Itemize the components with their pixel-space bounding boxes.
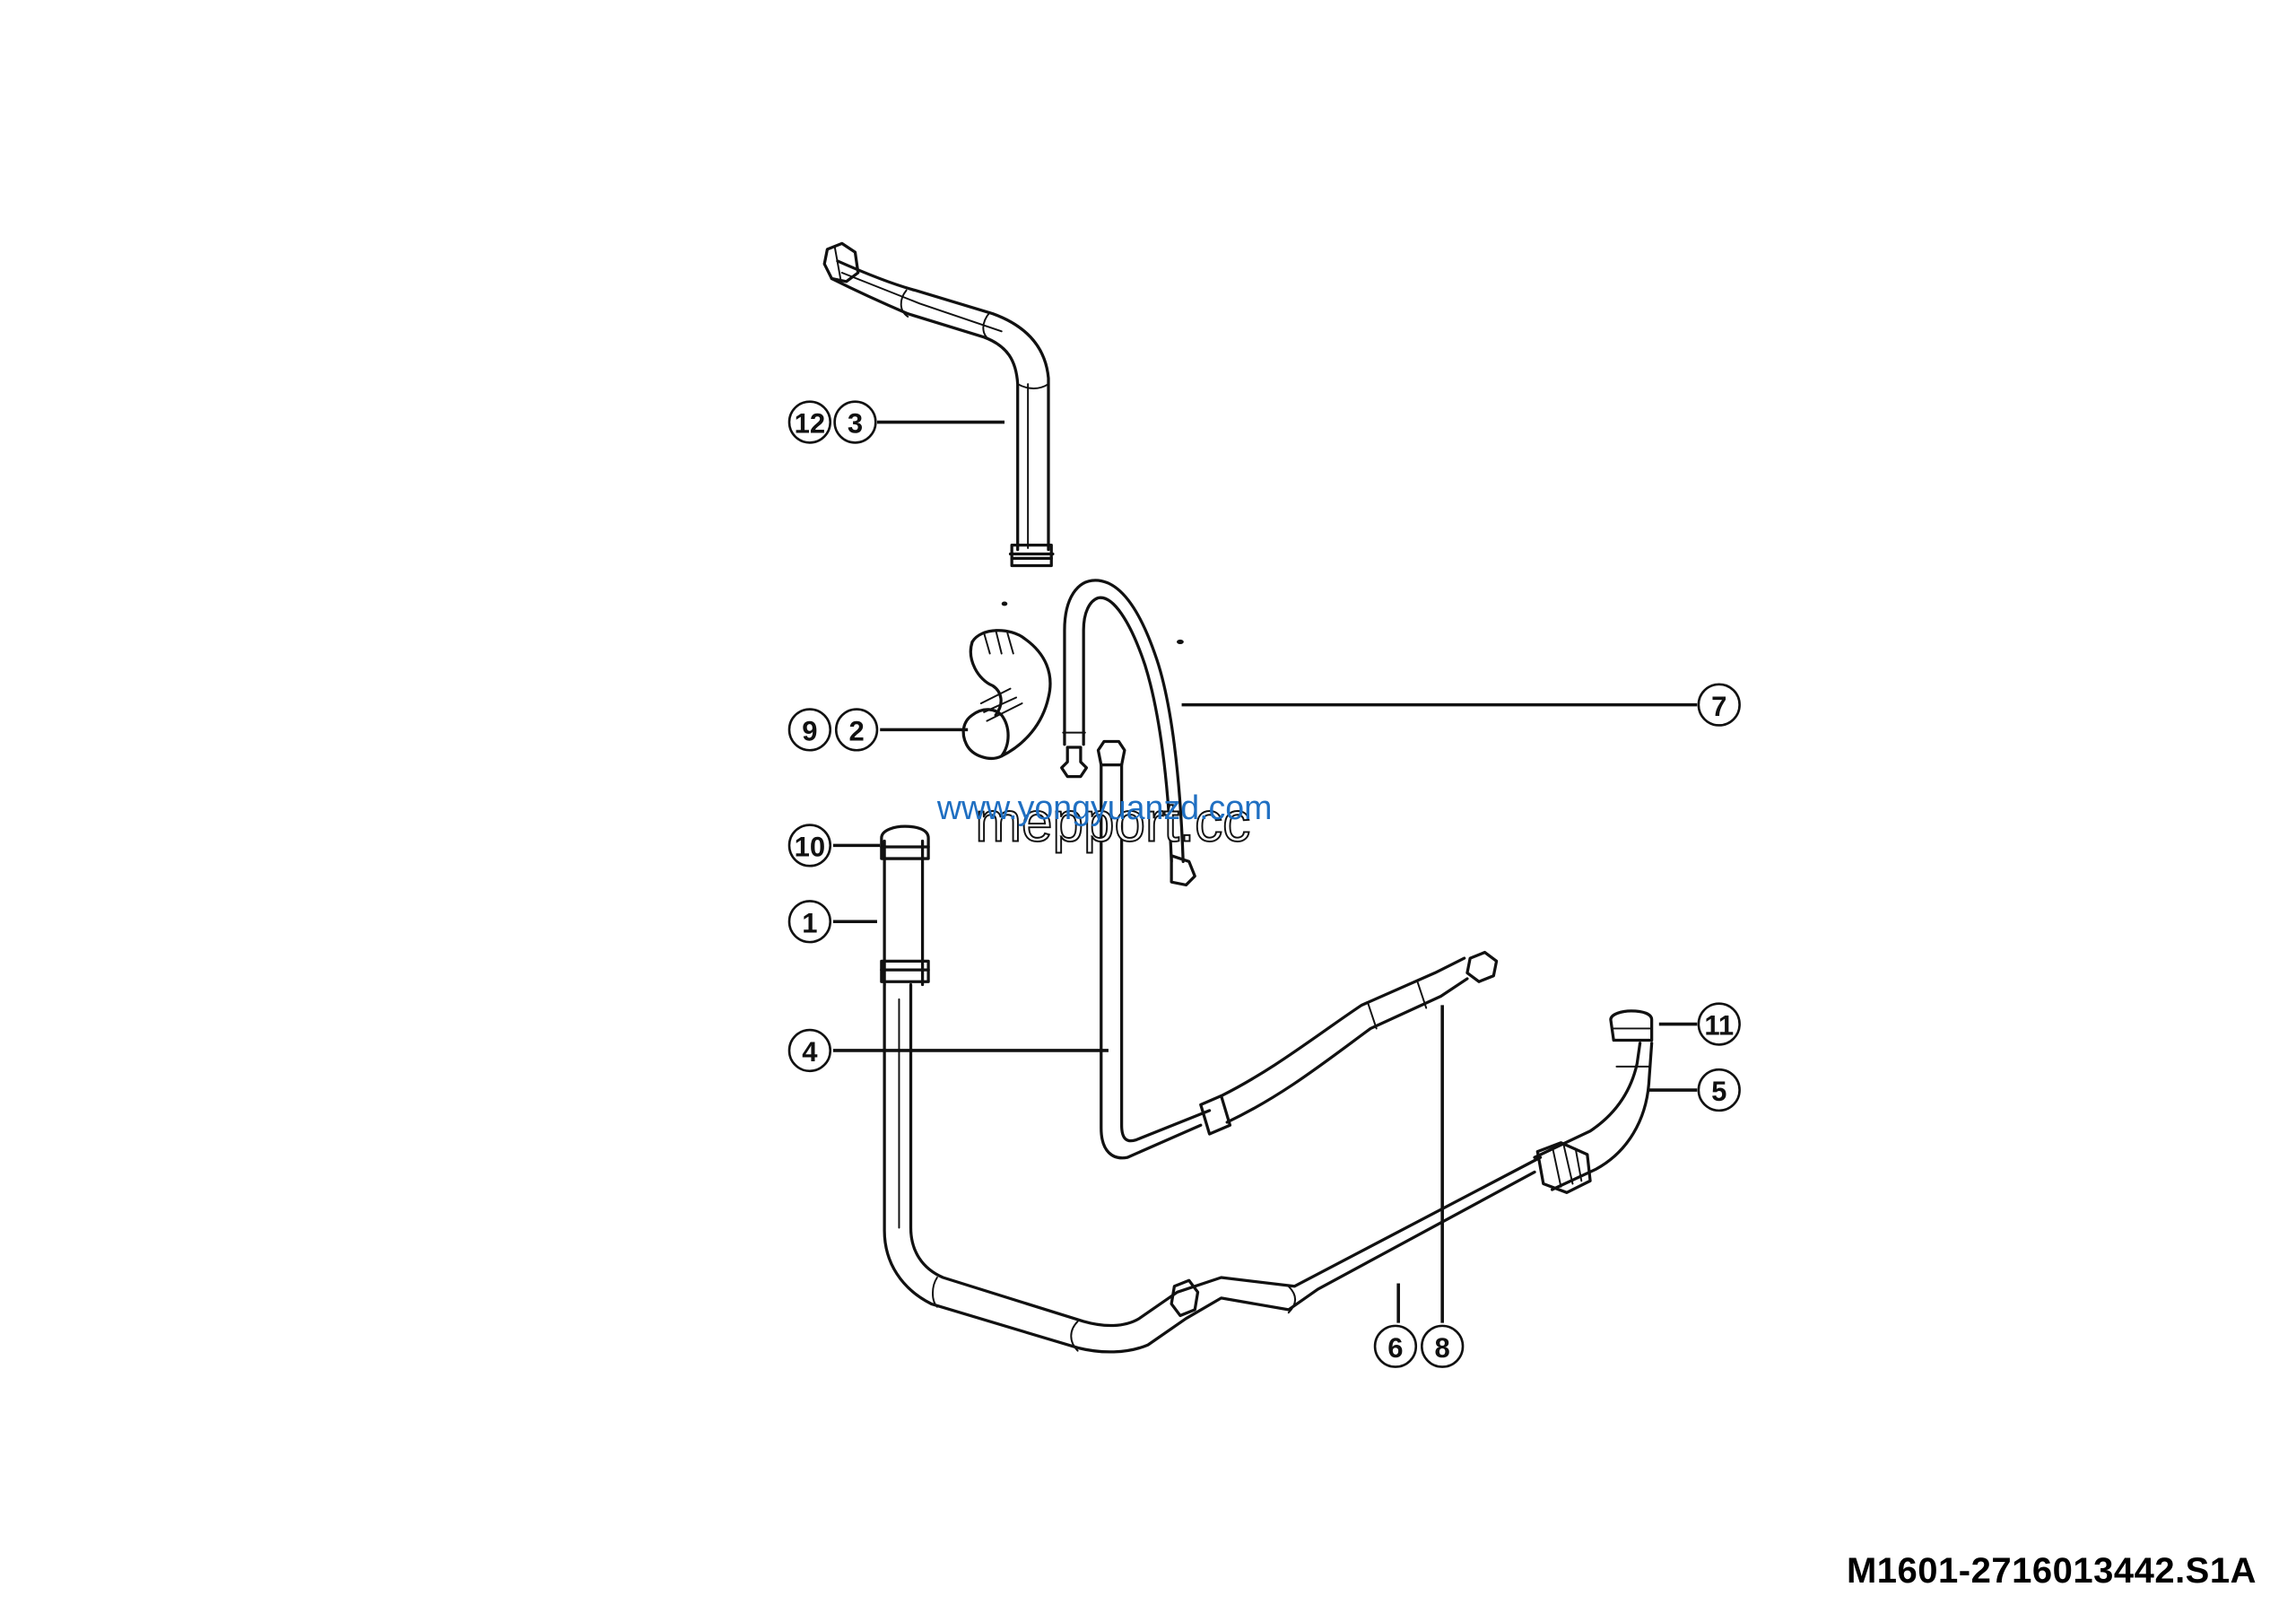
callout-label: 11 [1704,1010,1734,1042]
callout-11[interactable]: 11 [1697,1002,1741,1046]
callout-label: 8 [1435,1332,1450,1364]
callout-2[interactable]: 2 [834,708,879,752]
callout-label: 5 [1711,1076,1726,1107]
callout-label: 6 [1387,1332,1403,1364]
callout-3[interactable]: 3 [833,400,877,444]
hose-part-1 [880,824,930,987]
callout-4[interactable]: 4 [787,1028,832,1073]
hose-part-3 [822,241,1055,568]
elbow-part-2 [961,601,1052,760]
callout-label: 1 [802,907,817,938]
callout-9[interactable]: 9 [787,708,832,752]
callout-7[interactable]: 7 [1697,683,1741,727]
callout-12[interactable]: 12 [787,400,832,444]
callout-5[interactable]: 5 [1697,1068,1741,1112]
callout-10[interactable]: 10 [787,824,832,868]
callout-label: 7 [1711,691,1726,722]
callout-label: 2 [848,716,864,747]
hose-part-5 [1533,1009,1654,1194]
callout-label: 4 [802,1036,818,1068]
callout-1[interactable]: 1 [787,900,832,944]
callout-label: 9 [802,716,817,747]
pipe-part-6 [883,982,1543,1354]
drawing-code: M1601-2716013442.S1A [1846,1551,2257,1591]
callout-6[interactable]: 6 [1373,1324,1418,1368]
callout-8[interactable]: 8 [1421,1324,1465,1368]
callout-label: 10 [795,832,825,863]
hose-part-7 [1060,579,1196,887]
callout-label: 3 [848,408,863,440]
line-part-4 [1096,739,1499,1160]
watermark-outline: mepport.cc [975,791,1250,853]
watermark-blue: www.yongyuanzd.com [936,789,1273,826]
callout-label: 12 [795,408,825,440]
leader-lines [832,420,1698,1323]
